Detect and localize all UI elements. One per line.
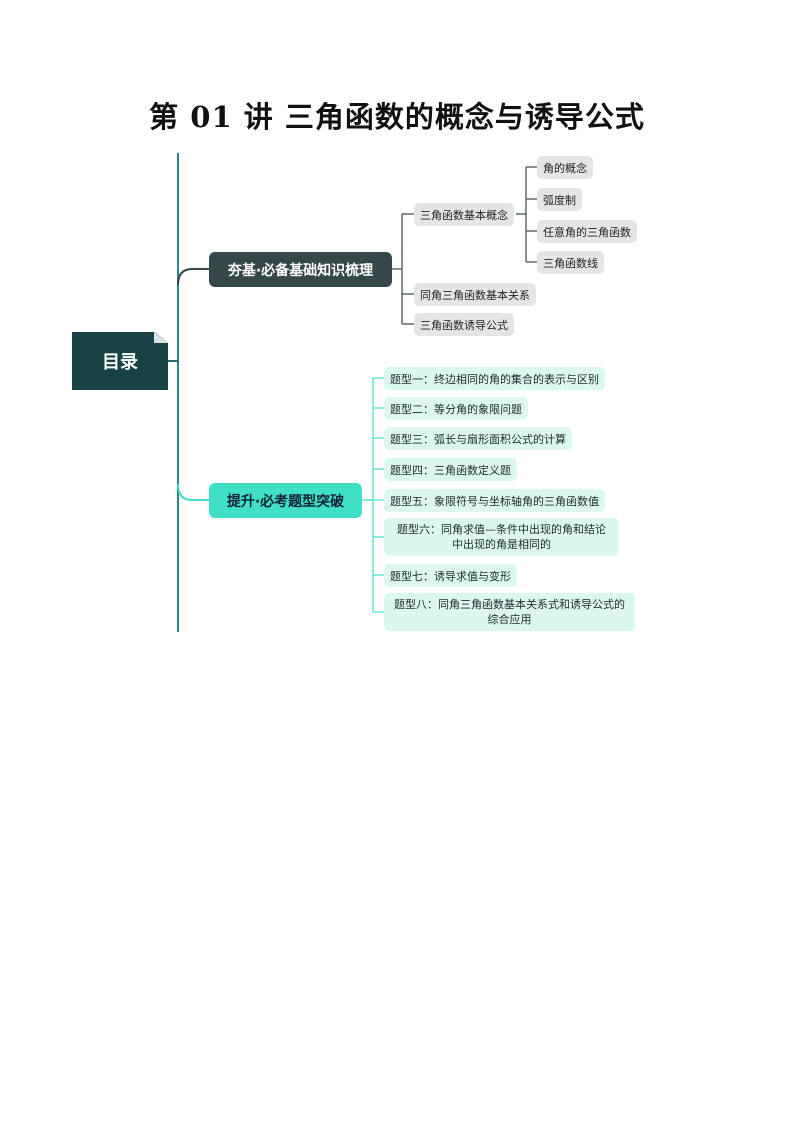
page-title: 第 01 讲 三角函数的概念与诱导公式 (149, 100, 645, 134)
page-fold-icon (154, 332, 168, 343)
question-type-3: 题型三：弧长与扇形面积公式的计算 (384, 427, 572, 450)
sub-item-basic-concepts: 三角函数基本概念 (414, 203, 514, 226)
question-type-8-line1: 题型八：同角三角函数基本关系式和诱导公式的 (394, 598, 625, 611)
leaf-trig-lines: 三角函数线 (537, 251, 604, 274)
question-type-6-line2: 中出现的角是相同的 (452, 538, 551, 551)
sub-item-induction-formulas: 三角函数诱导公式 (414, 313, 514, 336)
question-type-6: 题型六：同角求值—条件中出现的角和结论 中出现的角是相同的 (384, 518, 619, 556)
branch-dark-connector (177, 268, 209, 286)
root-label: 目录 (102, 352, 138, 373)
question-type-4: 题型四：三角函数定义题 (384, 458, 517, 481)
sub-item-basic-relations: 同角三角函数基本关系 (414, 283, 536, 306)
question-type-2: 题型二：等分角的象限问题 (384, 397, 528, 420)
root-node: 目录 (72, 332, 168, 390)
question-type-8-line2: 综合应用 (487, 613, 532, 626)
question-type-6-line1: 题型六：同角求值—条件中出现的角和结论 (397, 523, 606, 536)
question-type-1: 题型一：终边相同的角的集合的表示与区别 (384, 367, 605, 390)
leaf-any-angle-trig: 任意角的三角函数 (537, 220, 637, 243)
question-type-5: 题型五：象限符号与坐标轴角的三角函数值 (384, 489, 605, 512)
question-type-8: 题型八：同角三角函数基本关系式和诱导公式的 综合应用 (384, 593, 635, 631)
leaf-angle-concept: 角的概念 (537, 156, 593, 179)
branch-teal-connector (177, 483, 209, 501)
question-type-7: 题型七：诱导求值与变形 (384, 564, 517, 587)
leaf-radian: 弧度制 (537, 188, 582, 211)
branch-problem-types: 提升·必考题型突破 (209, 483, 362, 518)
branch-basics: 夯基·必备基础知识梳理 (209, 252, 392, 287)
